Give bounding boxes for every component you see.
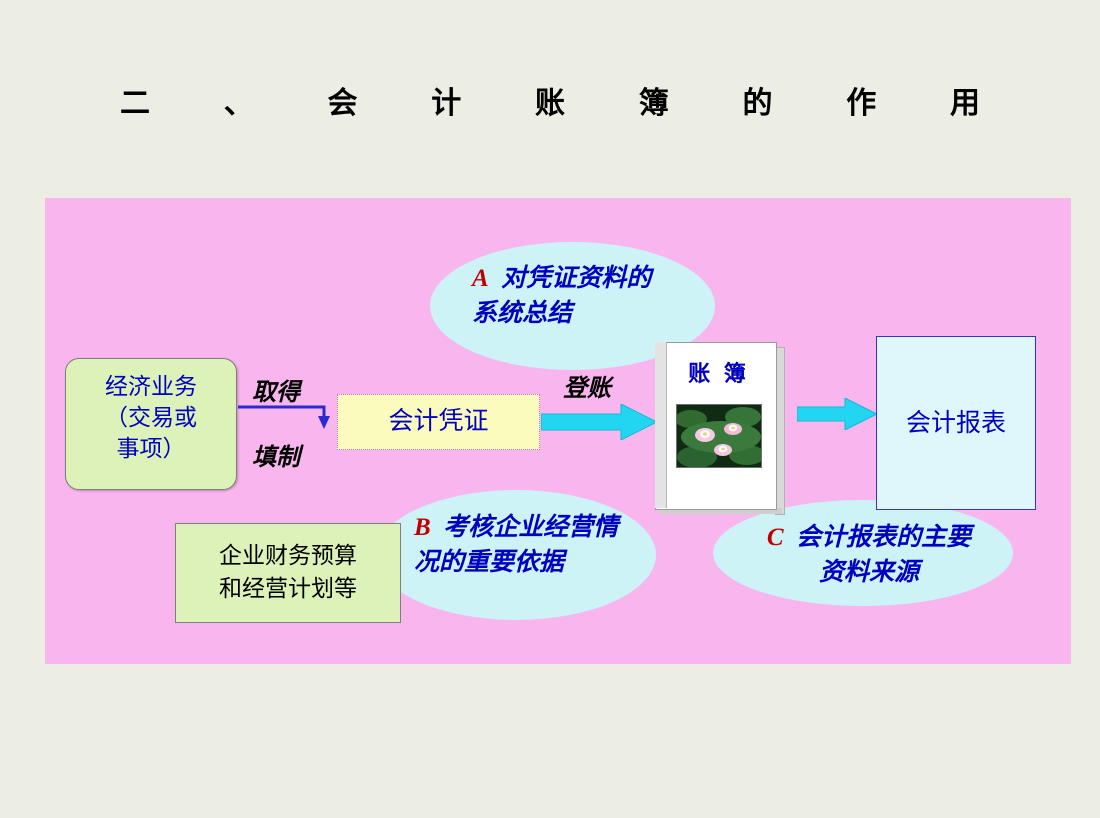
node-budget-plan-line2: 和经营计划等 [219,576,357,601]
arrow-source-to-voucher [236,405,346,429]
node-economic-business-line1: 经济业务 [105,374,197,399]
callout-a-text: A 对凭证资料的系统总结 [472,261,672,331]
callout-ellipse-a: A 对凭证资料的系统总结 [430,242,715,370]
node-economic-business-line3: 事项） [116,436,186,461]
callout-c-body: 会计报表的主要资料来源 [796,524,972,586]
node-financial-report: 会计报表 [876,336,1036,510]
book-bottom-edge [660,508,782,514]
lotus-photo-svg [677,405,761,467]
arrow-label-fill: 填制 [252,445,300,471]
arrow-label-get: 取得 [252,380,300,406]
node-economic-business-line2: （交易或 [105,405,197,430]
callout-b-body: 考核企业经营情况的重要依据 [414,514,619,576]
book-title: 账 簿 [688,361,750,386]
callout-c-mark: C [766,524,784,551]
callout-a-body: 对凭证资料的系统总结 [472,265,652,327]
arrow-source-to-voucher-svg [238,405,330,429]
book-spine [655,342,667,508]
node-economic-business: 经济业务 （交易或 事项） [65,358,237,490]
book-page-edge [775,347,785,515]
node-account-book: 账 簿 [655,342,785,515]
callout-b-mark: B [414,514,431,541]
arrow-voucher-to-book [540,403,659,441]
node-budget-plan: 企业财务预算 和经营计划等 [175,523,401,623]
arrow-book-to-report-svg [796,397,879,431]
page-title: 二、会计账簿的作用 [120,86,980,121]
arrow-voucher-to-book-svg [540,403,659,441]
arrow-book-to-report [796,397,879,431]
callout-ellipse-b: B 考核企业经营情况的重要依据 [376,490,656,620]
node-budget-plan-line1: 企业财务预算 [219,543,357,568]
book-cover-photo [676,404,762,468]
callout-c-text: C 会计报表的主要资料来源 [759,520,979,590]
node-accounting-voucher: 会计凭证 [337,394,540,450]
callout-ellipse-c: C 会计报表的主要资料来源 [713,500,1013,606]
callout-a-mark: A [472,265,489,292]
callout-b-text: B 考核企业经营情况的重要依据 [414,510,629,580]
arrow-label-post: 登账 [563,376,611,402]
